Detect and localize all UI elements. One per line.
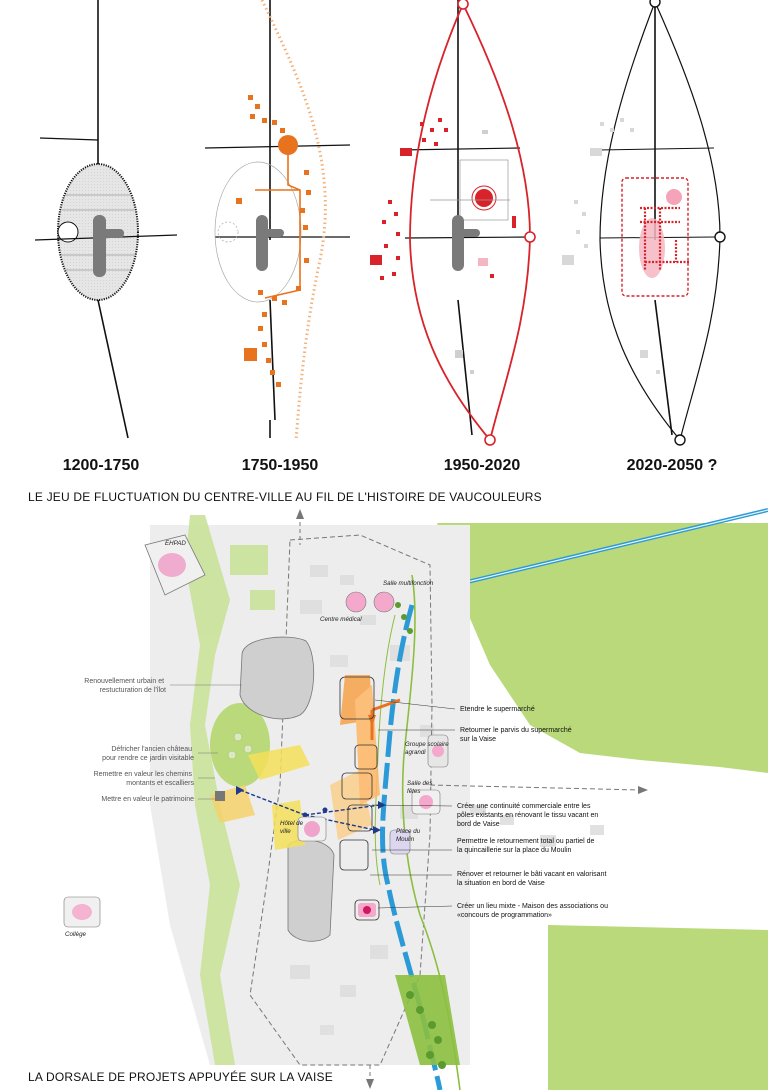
period-label-2: 1750-1950 — [200, 457, 360, 475]
label-salle-multifonction: Salle multifonction — [383, 580, 434, 587]
caption-dorsale: LA DORSALE DE PROJETS APPUYÉE SUR LA VAI… — [28, 1070, 333, 1084]
ilot-renewal-block — [240, 637, 314, 719]
period-label-3: 1950-2020 — [402, 457, 562, 475]
annotation-continuite: Créer une continuité commerciale entre l… — [457, 803, 600, 828]
annotation-patrimoine: Mettre en valeur le patrimoine — [101, 796, 194, 803]
salle-multifonction-marker — [374, 592, 394, 612]
centre-medical-marker — [346, 592, 366, 612]
annotation-renover-bati: Rénover et retourner le bâti vacant en v… — [457, 871, 608, 887]
period-label-1: 1200-1750 — [21, 457, 181, 475]
label-ehpad: EHPAD — [165, 540, 186, 547]
label-college: Collège — [65, 931, 87, 938]
diagram-1200-1750 — [35, 0, 177, 438]
diagram-1950-2020 — [370, 0, 535, 445]
diagram-2020-2050 — [562, 0, 725, 445]
green-field-south — [548, 925, 768, 1090]
historic-core-block — [93, 215, 106, 277]
annotation-quincaillerie: Permettre le retournement total ou parti… — [457, 838, 596, 854]
historical-evolution-diagrams — [0, 0, 768, 505]
project-map: EHPAD Salle multifonction Centre médical… — [0, 505, 768, 1090]
annotation-lieu-mixte: Créer un lieu mixte - Maison des associa… — [457, 903, 610, 919]
caption-history: LE JEU DE FLUCTUATION DU CENTRE-VILLE AU… — [28, 490, 542, 504]
period-label-4: 2020-2050 ? — [592, 457, 752, 475]
annotation-etendre: Etendre le supermarché — [460, 706, 535, 713]
label-centre-medical: Centre médical — [320, 616, 362, 623]
diagram-1750-1950 — [205, 0, 350, 440]
